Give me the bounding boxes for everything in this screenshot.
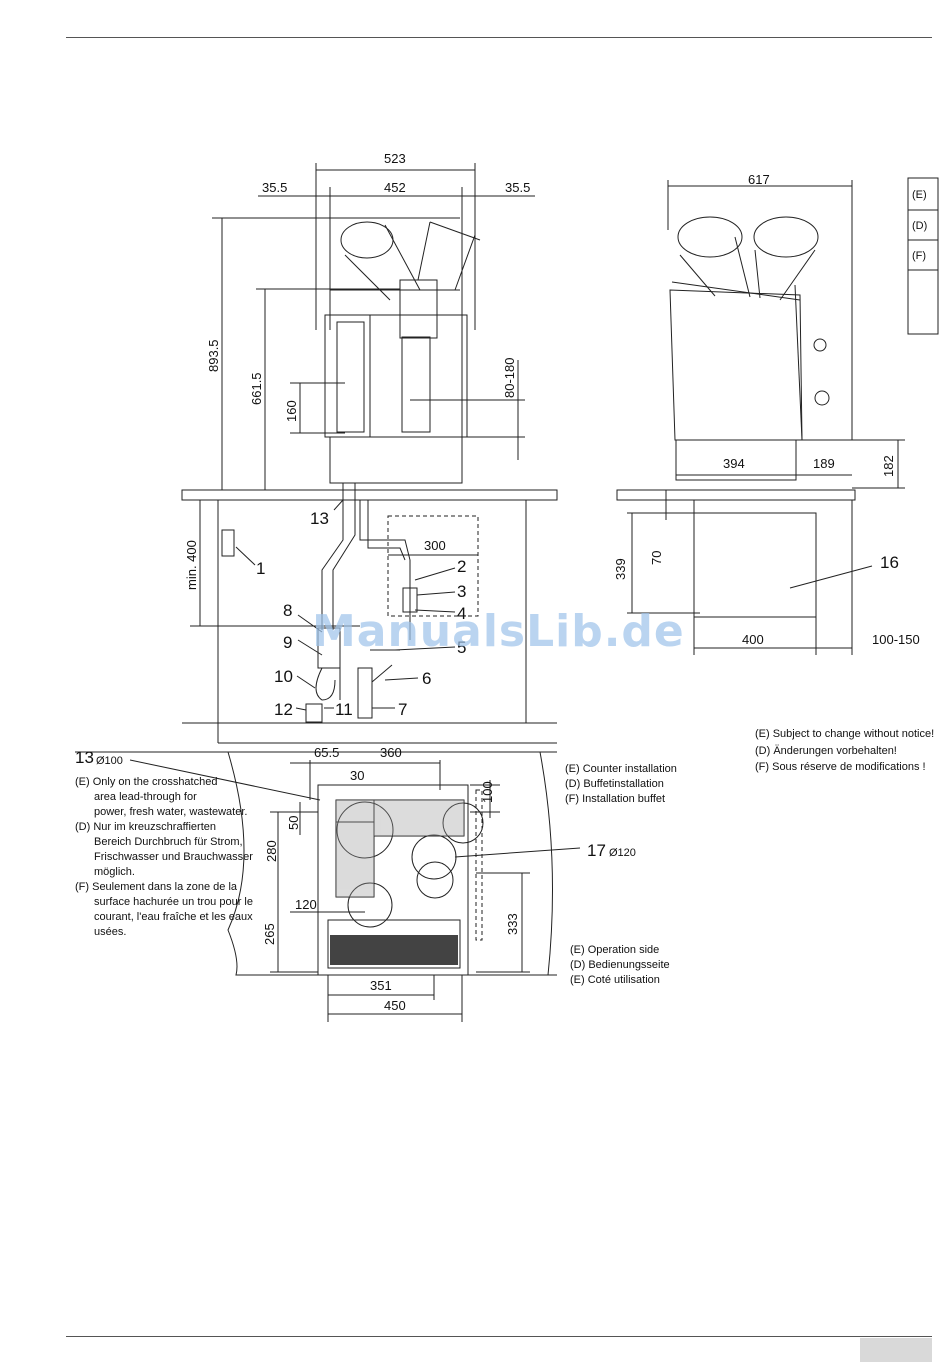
callout-9: 9	[283, 633, 292, 652]
callout-7: 7	[398, 700, 407, 719]
watermark: ManualsLib.de	[312, 606, 685, 657]
callout-11: 11	[335, 700, 353, 719]
operation-panel	[330, 935, 458, 965]
callout-13-plan: 13	[75, 748, 94, 767]
callout-13: 13	[310, 509, 329, 528]
note-13-line: surface hachurée un trou pour le	[94, 896, 253, 908]
note-13-line: Bereich Durchbruch für Strom,	[94, 836, 243, 848]
dim-plan-hole-height: 50	[286, 816, 301, 830]
dim-plan-front-height: 265	[262, 923, 277, 945]
operation-label-d: (D) Bedienungsseite	[570, 959, 670, 971]
note-13-line: (D) Nur im kreuzschraffierten	[75, 821, 216, 833]
dim-side-base-depth: 394	[723, 456, 745, 471]
dim-plan-left-height: 280	[264, 840, 279, 862]
operation-label-f: (E) Coté utilisation	[570, 974, 660, 986]
page-number-tab	[860, 1338, 932, 1362]
dim-plan-offset: 65.5	[314, 745, 339, 760]
dim-plan-bottom-inner: 351	[370, 978, 392, 993]
callout-8: 8	[283, 601, 292, 620]
dim-spout-height: 160	[284, 400, 299, 422]
callout-2: 2	[457, 557, 466, 576]
change-notice-f: (F) Sous réserve de modifications !	[755, 761, 926, 773]
dim-side-overhang: 189	[813, 456, 835, 471]
dim-under-box: 300	[424, 538, 446, 553]
callout-12: 12	[274, 700, 293, 719]
note-13-line: möglich.	[94, 866, 135, 878]
operation-label-e: (E) Operation side	[570, 944, 659, 956]
note-13-line: Frischwasser und Brauchwasser	[94, 851, 253, 863]
dim-plan-width: 360	[380, 745, 402, 760]
dim-under-counter-min: min. 400	[184, 540, 199, 590]
callout-6: 6	[422, 669, 431, 688]
callout-5: 5	[457, 638, 466, 657]
installation-label-f: (F) Installation buffet	[565, 793, 665, 805]
top-rule	[66, 37, 932, 38]
bottom-rule	[66, 1336, 932, 1337]
dim-body-height: 661.5	[249, 372, 264, 405]
callout-17: 17	[587, 841, 606, 860]
callout-16: 16	[880, 553, 899, 572]
change-notice-d: (D) Änderungen vorbehalten!	[755, 745, 897, 757]
callout-10: 10	[274, 667, 293, 686]
lang-tab-f: (F)	[912, 250, 926, 262]
note-13-line: usées.	[94, 926, 126, 938]
lang-tab-e: (E)	[912, 189, 927, 201]
dim-body-width: 452	[384, 180, 406, 195]
dim-total-height: 893.5	[206, 339, 221, 372]
callout-3: 3	[457, 582, 466, 601]
change-notice-e: (E) Subject to change without notice!	[755, 728, 934, 740]
dim-spout-range: 80-180	[502, 358, 517, 398]
dim-side-cabinet-width: 400	[742, 632, 764, 647]
installation-label-e: (E) Counter installation	[565, 763, 677, 775]
crosshatch-zone	[336, 800, 464, 897]
note-13-line: power, fresh water, wastewater.	[94, 806, 247, 818]
callout-17-diameter: Ø120	[609, 847, 636, 859]
callout-1: 1	[256, 559, 265, 578]
dim-side-cabinet-height: 339	[613, 558, 628, 580]
note-13-line: area lead-through for	[94, 791, 197, 803]
dim-side-base-height: 182	[881, 455, 896, 477]
dim-plan-right-margin: 100	[480, 781, 495, 803]
lang-tab-d: (D)	[912, 220, 927, 232]
dim-plan-right-height: 333	[505, 913, 520, 935]
dim-total-width: 523	[384, 151, 406, 166]
dim-side-gap: 70	[649, 551, 664, 565]
note-13-line: courant, l'eau fraîche et les eaux	[94, 911, 253, 923]
dim-plan-hole-width: 30	[350, 768, 364, 783]
note-13-line: (F) Seulement dans la zone de la	[75, 881, 238, 893]
line-work	[75, 163, 939, 1022]
callout-13-diameter: Ø100	[96, 755, 123, 767]
dim-left-offset: 35.5	[262, 180, 287, 195]
dim-right-offset: 35.5	[505, 180, 530, 195]
dim-side-wall-gap: 100-150	[872, 632, 920, 647]
callout-4: 4	[457, 604, 466, 623]
dim-plan-bottom-outer: 450	[384, 998, 406, 1013]
installation-label-d: (D) Buffetinstallation	[565, 778, 664, 790]
dim-plan-hole-offset: 120	[295, 897, 317, 912]
note-13-line: (E) Only on the crosshatched	[75, 776, 217, 788]
dim-side-width: 617	[748, 172, 770, 187]
